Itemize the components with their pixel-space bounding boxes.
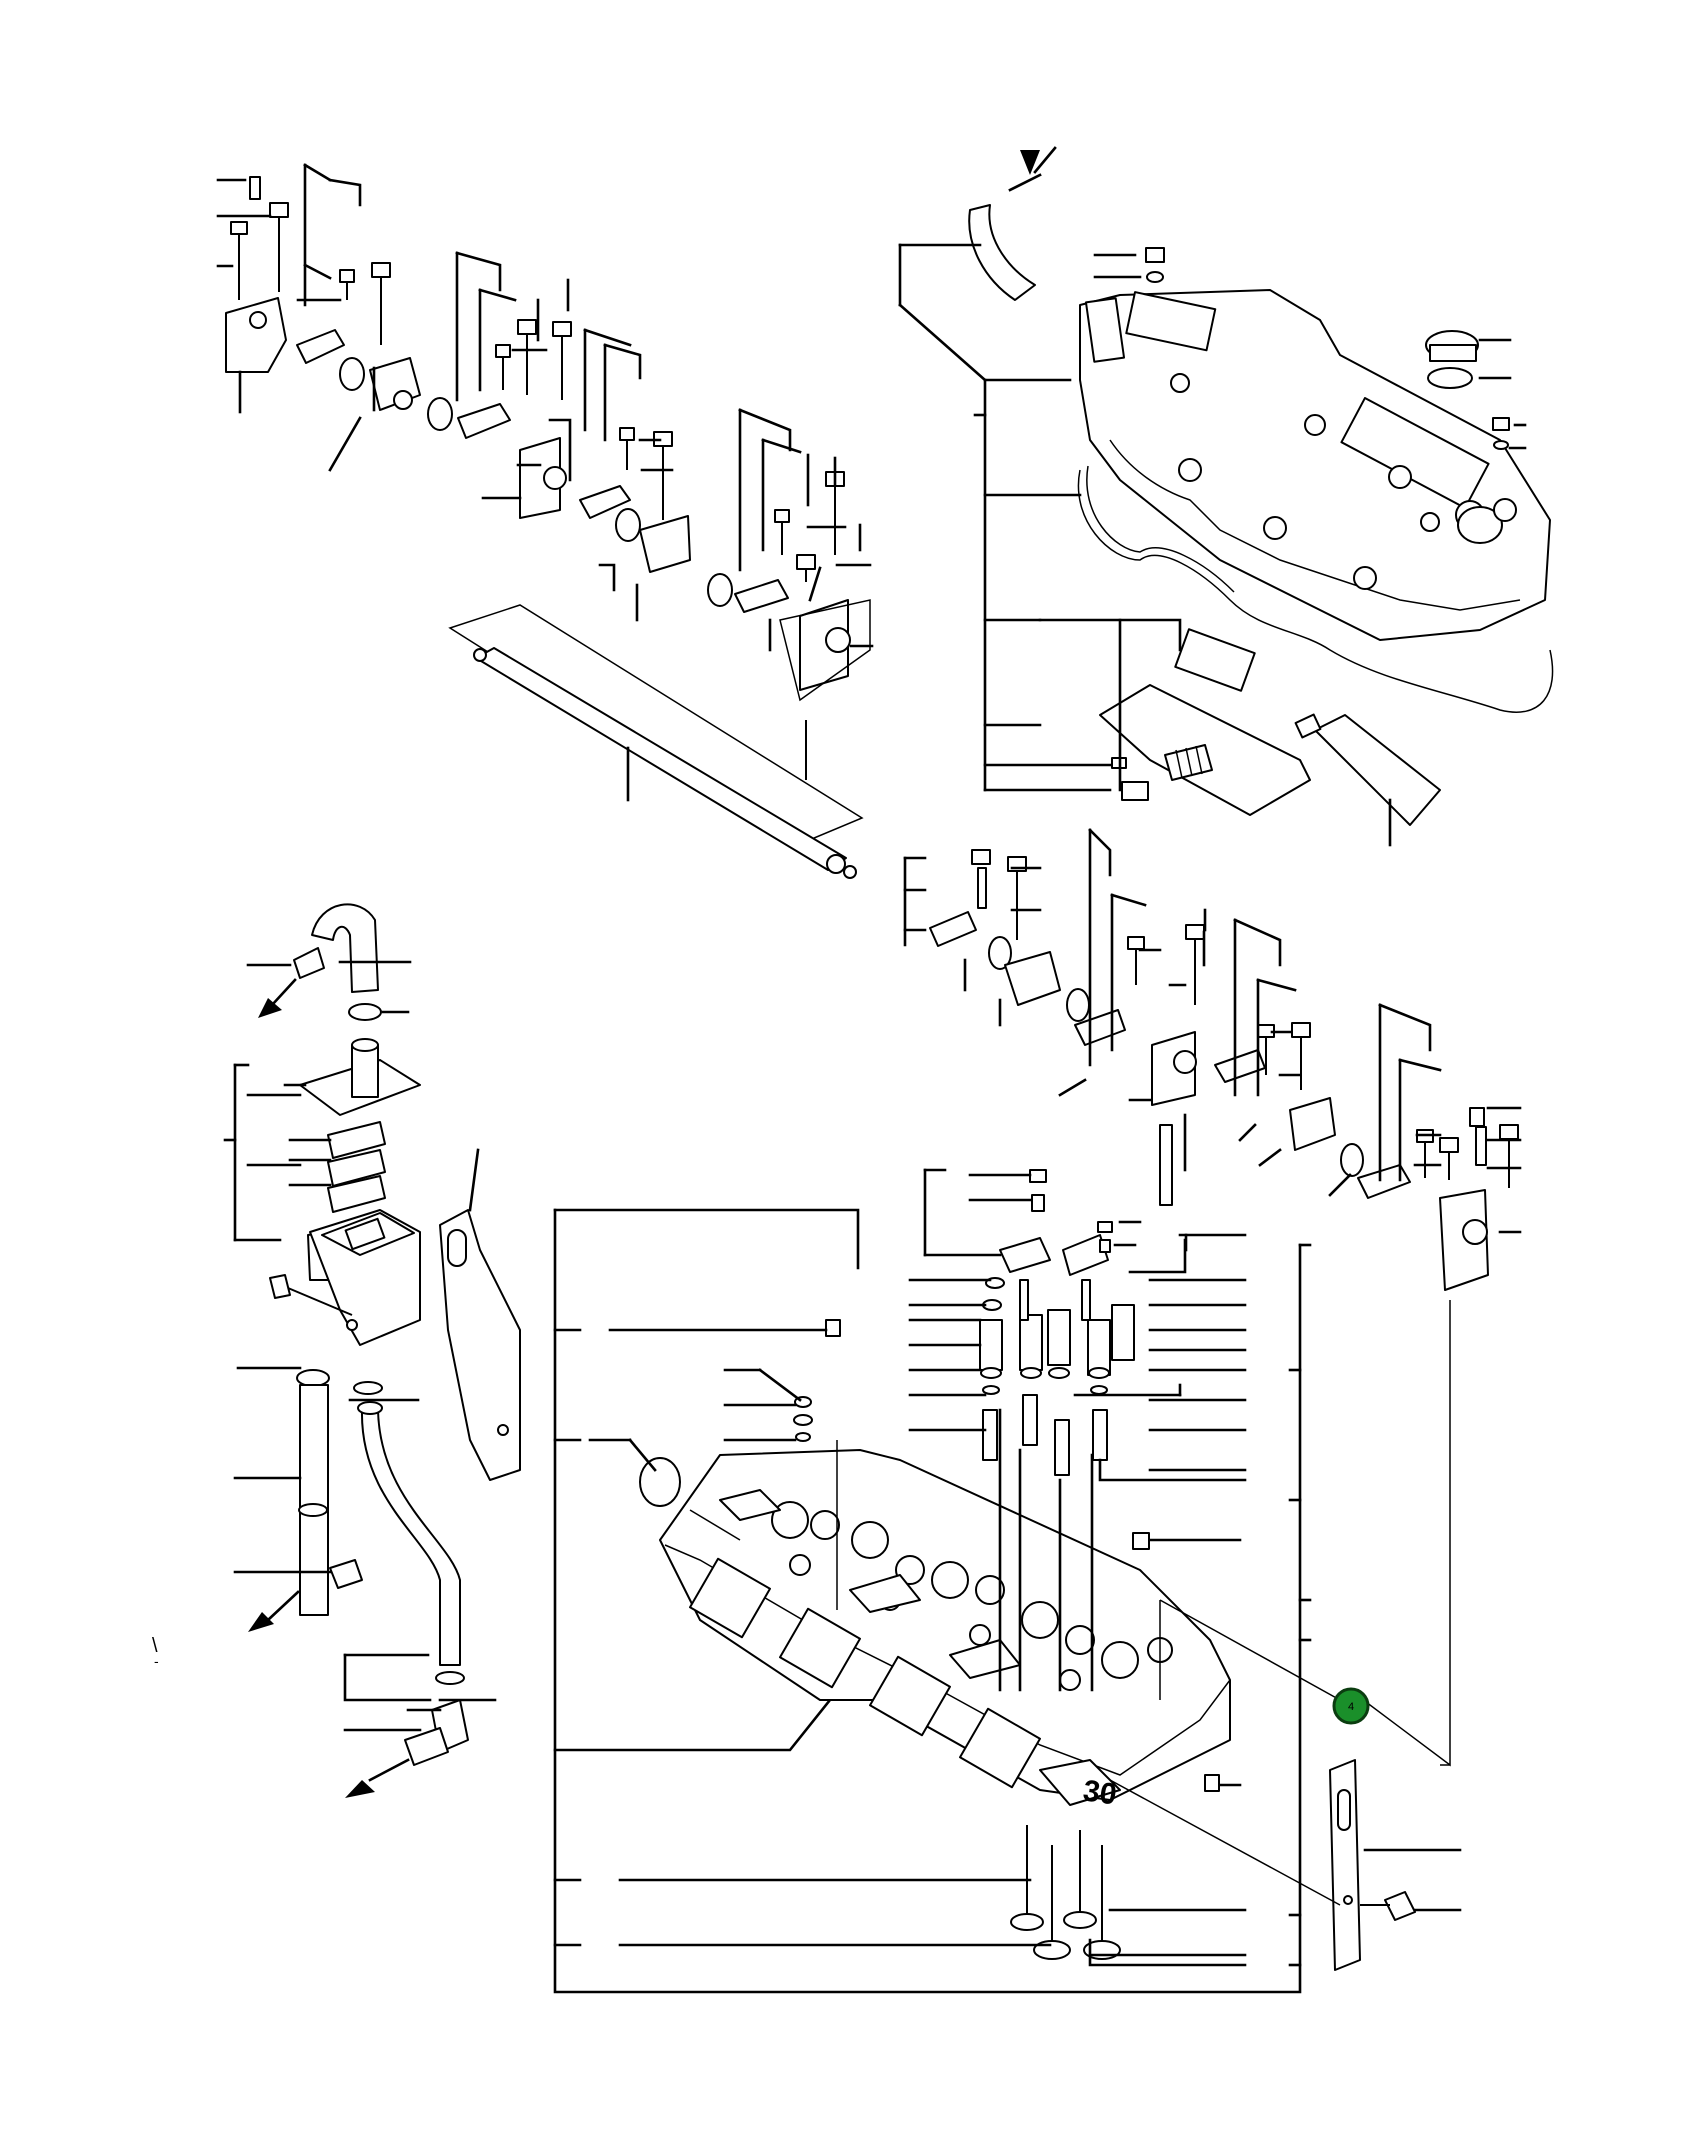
bolt-set-lower (971, 849, 1519, 1188)
elbow-hose (246, 903, 412, 1018)
rocker-arm-1 (296, 329, 421, 411)
rocker-assembly-upper (216, 163, 874, 879)
head-casting-number: 30 (1081, 1774, 1119, 1811)
head-plugs (608, 1319, 1242, 1792)
egr-housing (307, 1209, 421, 1346)
rocker-arm-4 (707, 573, 871, 702)
valve-springs (979, 1169, 1135, 1476)
egr-bolt (269, 1274, 353, 1316)
hose-fitting (345, 1699, 469, 1798)
svg-text:-: - (154, 1653, 159, 1669)
valve-cover-assembly (898, 146, 1554, 847)
head-group-frame (553, 1208, 1312, 1994)
rocker-parts-lower (929, 911, 1489, 1291)
hose-clamp (348, 1003, 410, 1021)
flexible-hose (353, 1381, 465, 1685)
sealant-tube (1294, 713, 1441, 826)
lifting-bracket (1329, 1759, 1462, 1971)
cylinder-head-assembly: 30 (553, 1168, 1462, 1994)
cover-gasket (1077, 465, 1554, 713)
leader-lines-upper-rocker (216, 163, 874, 652)
cover-fasteners (1145, 247, 1510, 450)
rocker-arm-3 (579, 485, 691, 573)
rocker-arm-2 (427, 397, 567, 519)
breather-hose (968, 146, 1057, 301)
svg-text:30: 30 (1081, 1774, 1119, 1811)
callout-4-label: 4 (1348, 1701, 1354, 1713)
coolant-pipe (248, 1369, 363, 1632)
expansion-plug (588, 1438, 741, 1541)
egr-bracket (439, 1148, 521, 1481)
leader-lines-lower-rocker (903, 828, 1522, 1252)
bolt-set-1 (230, 176, 289, 300)
oil-filler-cap (1425, 330, 1479, 389)
rocker-assembly-lower (903, 828, 1522, 1291)
bolt-set-2 (339, 262, 845, 780)
leader-lines-valve-cover (898, 243, 1527, 847)
valves (1010, 1825, 1121, 1960)
rocker-bracket (225, 297, 287, 414)
svg-text:\: \ (152, 1635, 158, 1657)
rocker-cover (1079, 289, 1551, 641)
egr-gaskets (327, 1121, 386, 1213)
egr-piping-assembly (223, 903, 521, 1798)
callout-4[interactable]: 4 (1332, 1687, 1370, 1725)
leader-lines-head (618, 1168, 1451, 1967)
baffle-plate (1099, 628, 1311, 816)
rocker-shaft (448, 604, 864, 879)
leader-lines-egr (223, 1063, 497, 1732)
egr-adapter-plate (299, 1038, 421, 1116)
cylinder-head (659, 1449, 1231, 1806)
stray-marks: \ - (152, 1635, 159, 1669)
